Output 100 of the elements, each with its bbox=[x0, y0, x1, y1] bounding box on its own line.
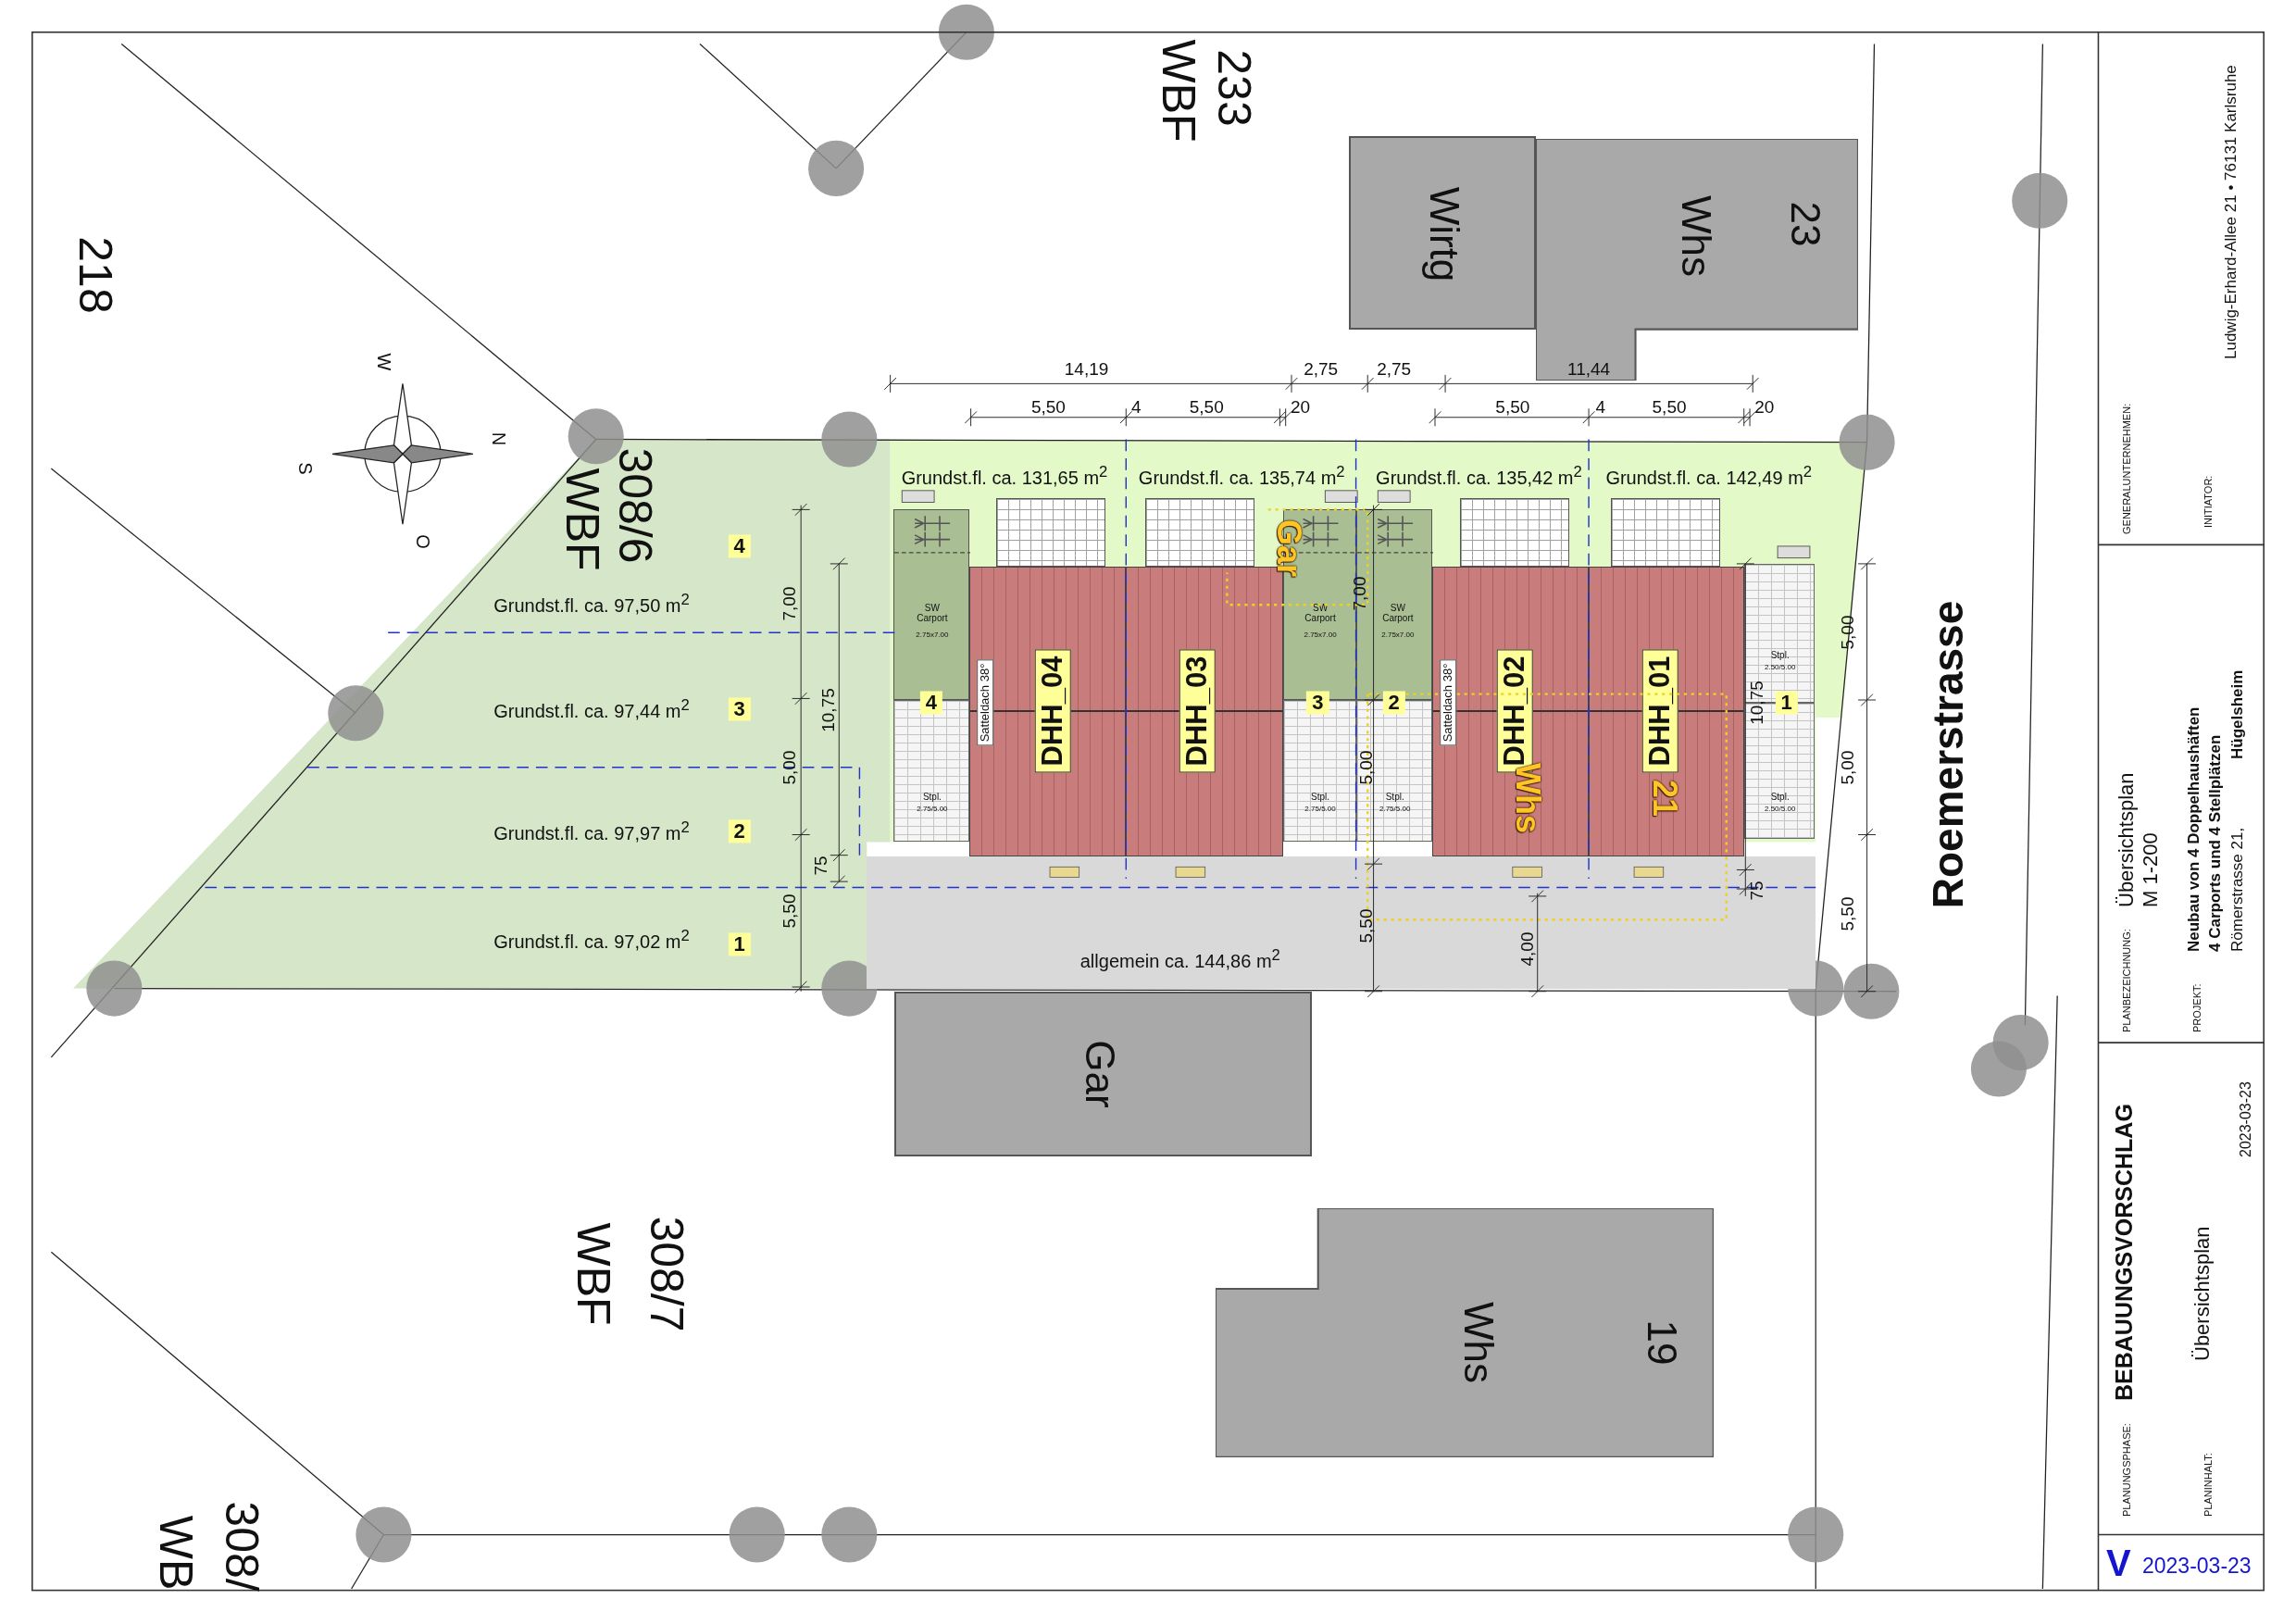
parcel-label: 308/7 bbox=[642, 1216, 691, 1332]
field-caption: PLANUNGSPHASE: bbox=[2121, 1423, 2133, 1517]
unit-number: 1 bbox=[728, 932, 751, 956]
parking-label: Stpl. bbox=[1770, 650, 1790, 661]
compass-direction: W bbox=[373, 353, 393, 371]
dimension-label: 5,50 bbox=[780, 893, 799, 929]
terrace-paving bbox=[1610, 497, 1721, 568]
dimension-label: 5,00 bbox=[1356, 750, 1376, 785]
unit-number: 2 bbox=[1382, 691, 1405, 715]
existing-building bbox=[894, 991, 1313, 1157]
house-label: DHH_03 bbox=[1179, 649, 1216, 773]
parcel-label: 233 bbox=[1210, 49, 1259, 127]
parcel-label: WBF bbox=[1154, 39, 1204, 143]
plot-area-label: Grundst.fl. ca. 135,42 m$^{2}$ bbox=[1376, 464, 1582, 488]
parking-label: 2.75/5.00 bbox=[1304, 805, 1336, 814]
dimension-label: 5,50 bbox=[1839, 896, 1857, 931]
field-value: M 1-200 bbox=[2140, 832, 2163, 907]
house-label: DHH_04 bbox=[1034, 649, 1070, 773]
existing-building bbox=[1348, 136, 1537, 330]
dimension-label: 2,75 bbox=[1377, 359, 1412, 379]
former-building-label: Gar bbox=[1270, 518, 1306, 577]
field-caption: INITIATOR: bbox=[2202, 475, 2215, 528]
carport-label: 2.75x7.00 bbox=[915, 631, 950, 640]
dimension-label: 7,00 bbox=[780, 586, 799, 621]
dimension-label: 14,19 bbox=[1064, 359, 1109, 379]
parking-label: 2.75/5.00 bbox=[917, 805, 948, 814]
field-value: Römerstrasse 21, bbox=[2229, 827, 2247, 952]
unit-number: 1 bbox=[1775, 691, 1798, 715]
street-name: Roemerstrasse bbox=[1925, 600, 1970, 908]
field-caption: GENERALUNTERNEHMEN: bbox=[2121, 403, 2133, 534]
dimension-label: 4 bbox=[1595, 397, 1605, 417]
plot-area-label: Grundst.fl. ca. 142,49 m$^{2}$ bbox=[1605, 464, 1813, 488]
field-value: BEBAUUNGSVORSCHLAG bbox=[2112, 1104, 2138, 1401]
parcel-label: WBF bbox=[568, 1222, 618, 1326]
plot-area-label: Grundst.fl. ca. 97,97 m$^{2}$ bbox=[493, 819, 690, 844]
field-value: Übersichtsplan bbox=[2115, 772, 2139, 907]
field-caption: PLANINHALT: bbox=[2202, 1453, 2215, 1517]
field-caption: PROJEKT: bbox=[2191, 983, 2203, 1032]
dimension-label: 75 bbox=[1748, 881, 1766, 901]
dimension-label: 5,50 bbox=[1189, 397, 1224, 417]
common-area bbox=[867, 856, 1816, 989]
carport-label: SW Carport bbox=[916, 603, 949, 623]
dimension-label: 5,00 bbox=[1839, 615, 1857, 650]
parking-label: 2.75/5.00 bbox=[1379, 805, 1411, 814]
carport-label: 2.75x7.00 bbox=[1380, 631, 1416, 640]
terrace-paving bbox=[1144, 497, 1255, 568]
dimension-label: 20 bbox=[1754, 397, 1775, 417]
parking-label: 2.50/5.00 bbox=[1765, 805, 1796, 814]
dimension-label: 4 bbox=[1131, 397, 1142, 417]
dimension-label: 75 bbox=[812, 856, 831, 876]
building-label: Wirtg bbox=[1422, 187, 1466, 282]
unit-number: 4 bbox=[919, 691, 943, 715]
plot-area-label: Grundst.fl. ca. 131,65 m$^{2}$ bbox=[901, 464, 1108, 488]
dimension-label: 5,50 bbox=[1030, 397, 1066, 417]
field-value: 4 Carports und 4 Stellplätzen bbox=[2207, 734, 2225, 952]
building-label: Whs bbox=[1457, 1302, 1501, 1384]
dimension-label: 7,00 bbox=[1351, 576, 1370, 611]
building-label: Whs bbox=[1674, 194, 1717, 277]
field-value: Übersichtsplan bbox=[2191, 1226, 2215, 1361]
parking-label: Stpl. bbox=[1385, 793, 1404, 803]
plot-area-label: Grundst.fl. ca. 97,44 m$^{2}$ bbox=[493, 696, 690, 721]
dimension-label: 4,00 bbox=[1517, 931, 1537, 967]
building-label: 19 bbox=[1641, 1319, 1684, 1366]
parcel-label: WBF bbox=[558, 468, 607, 571]
plot-area-label: Grundst.fl. ca. 97,02 m$^{2}$ bbox=[493, 928, 690, 953]
address-text: Ludwig-Erhard-Allee 21 • 76131 Karlsruhe bbox=[2223, 65, 2240, 359]
house-roof bbox=[969, 567, 1127, 857]
plot-area-label: Grundst.fl. ca. 97,50 m$^{2}$ bbox=[493, 591, 690, 616]
parcel-label: 308/ bbox=[217, 1501, 267, 1592]
compass-direction: N bbox=[488, 432, 508, 446]
terrace-paving bbox=[1459, 497, 1570, 568]
former-building-label: 21 bbox=[1647, 779, 1683, 817]
building-label: Gar bbox=[1079, 1040, 1122, 1108]
plot-area-label: Grundst.fl. ca. 135,74 m$^{2}$ bbox=[1138, 464, 1345, 488]
unit-number: 2 bbox=[728, 819, 751, 843]
parcel-label: 218 bbox=[70, 236, 120, 315]
house-roof bbox=[1589, 567, 1744, 857]
unit-number: 3 bbox=[728, 696, 751, 721]
field-value: Hügelsheim bbox=[2229, 669, 2247, 759]
existing-building bbox=[1215, 1207, 1714, 1457]
dimension-label: 5,50 bbox=[1356, 908, 1376, 943]
terrace-paving bbox=[995, 497, 1106, 568]
parking-label: Stpl. bbox=[922, 793, 942, 803]
revision-letter: V bbox=[2106, 1544, 2131, 1581]
dimension-label: 5,50 bbox=[1652, 397, 1687, 417]
parking-label: Stpl. bbox=[1311, 793, 1330, 803]
date-text: 2023-03-23 bbox=[2238, 1081, 2254, 1157]
dimension-label: 10,75 bbox=[819, 688, 839, 732]
roof-type-label: Satteldach 38° bbox=[1440, 659, 1457, 746]
carport-label: 2.75x7.00 bbox=[1303, 631, 1338, 640]
area-label: allgemein ca. 144,86 m$^{2}$ bbox=[1079, 947, 1280, 971]
dimension-label: 20 bbox=[1290, 397, 1311, 417]
revision-date: 2023-03-23 bbox=[2142, 1555, 2252, 1577]
parking-label: Stpl. bbox=[1770, 793, 1790, 803]
house-roof bbox=[1431, 567, 1590, 857]
field-caption: PLANBEZEICHNUNG: bbox=[2121, 929, 2133, 1032]
dimension-label: 11,44 bbox=[1567, 359, 1611, 379]
roof-type-label: Satteldach 38° bbox=[977, 659, 994, 746]
dimension-label: 5,50 bbox=[1495, 397, 1530, 417]
house-label: DHH_01 bbox=[1641, 649, 1678, 773]
